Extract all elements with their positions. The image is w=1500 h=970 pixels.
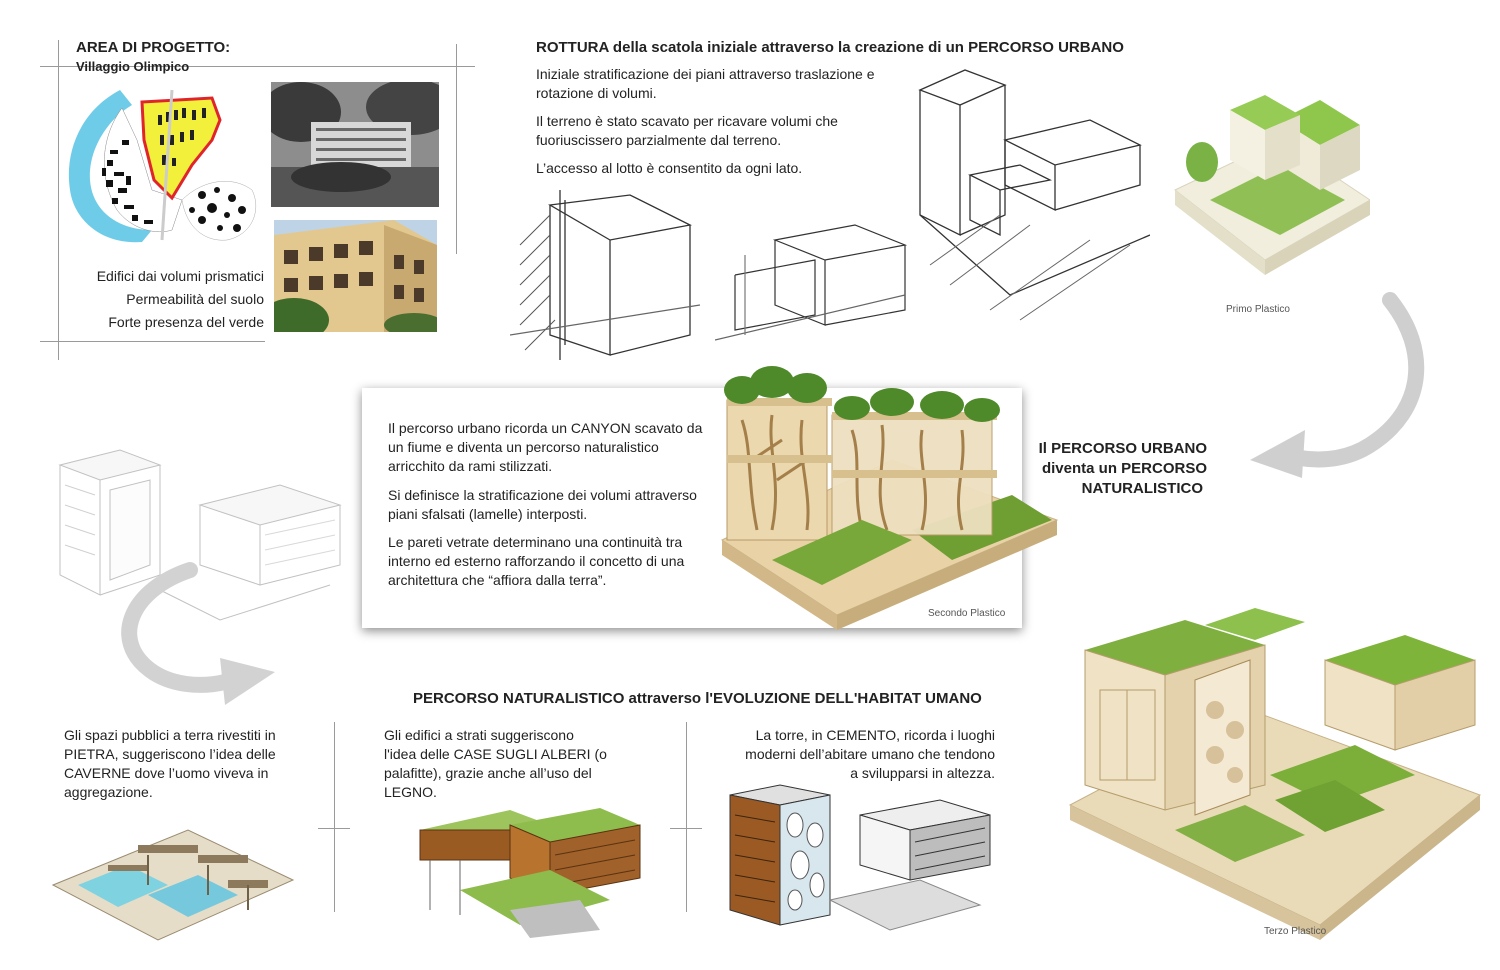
canyon-p2: Si definisce la stratificazione dei volu… — [388, 487, 697, 522]
terzo-plastico-caption: Terzo Plastico — [1264, 926, 1327, 937]
site-map — [62, 80, 262, 250]
sketch-stacked-volumes — [910, 65, 1150, 335]
column-divider — [318, 828, 350, 829]
percorso-urbano-line1: Il PERCORSO URBANO — [1038, 440, 1207, 457]
frame-line — [58, 40, 59, 360]
wood-houses-render — [400, 800, 660, 940]
frame-line — [40, 66, 475, 67]
evoluzione-col2-text: Gli edifici a strati suggeriscono l'idea… — [384, 727, 607, 800]
primo-plastico-caption: Primo Plastico — [1226, 304, 1290, 315]
caves-render — [48, 825, 298, 945]
column-divider — [670, 828, 702, 829]
column-divider — [686, 722, 687, 912]
rottura-title: ROTTURA della scatola iniziale attravers… — [536, 39, 1124, 56]
evoluzione-col1-text: Gli spazi pubblici a terra rivestiti in … — [64, 727, 276, 800]
ghost-building-render — [50, 445, 350, 635]
percorso-urbano-line3: NATURALISTICO — [1081, 480, 1203, 497]
sketch-box-2 — [715, 215, 910, 355]
olympic-village-photo — [271, 82, 439, 207]
evoluzione-title: PERCORSO NATURALISTICO attraverso l'EVOL… — [413, 690, 982, 707]
gray-curved-arrow-right — [1230, 280, 1450, 480]
column-divider — [334, 722, 335, 912]
rottura-p2: Il terreno è stato scavato per ricavare … — [536, 113, 838, 148]
rottura-p1: Iniziale stratificazione dei piani attra… — [536, 66, 875, 101]
building-color-photo — [274, 220, 437, 332]
secondo-plastico-caption: Secondo Plastico — [928, 608, 1006, 619]
canyon-p1: Il percorso urbano ricorda un CANYON sca… — [388, 420, 703, 474]
evoluzione-col3-text: La torre, in CEMENTO, ricorda i luoghi m… — [745, 727, 995, 781]
secondo-plastico-model — [712, 360, 1062, 638]
area-feature-1: Edifici dai volumi prismatici — [96, 268, 264, 284]
concrete-tower-render — [720, 780, 1000, 940]
frame-line — [40, 341, 265, 342]
gray-curved-arrow-left — [90, 560, 290, 710]
frame-line — [456, 44, 457, 254]
area-feature-3: Forte presenza del verde — [108, 314, 264, 330]
rottura-p3: L’accesso al lotto è consentito da ogni … — [536, 160, 803, 176]
area-subtitle: Villaggio Olimpico — [76, 59, 190, 74]
area-feature-2: Permeabilità del suolo — [126, 291, 264, 307]
percorso-urbano-line2: diventa un PERCORSO — [1041, 460, 1207, 477]
area-title: AREA DI PROGETTO: — [76, 39, 231, 56]
primo-plastico-model — [1170, 80, 1370, 300]
canyon-p3: Le pareti vetrate determinano una contin… — [388, 534, 685, 588]
sketch-box-1 — [510, 185, 710, 375]
terzo-plastico-model — [1065, 600, 1485, 940]
